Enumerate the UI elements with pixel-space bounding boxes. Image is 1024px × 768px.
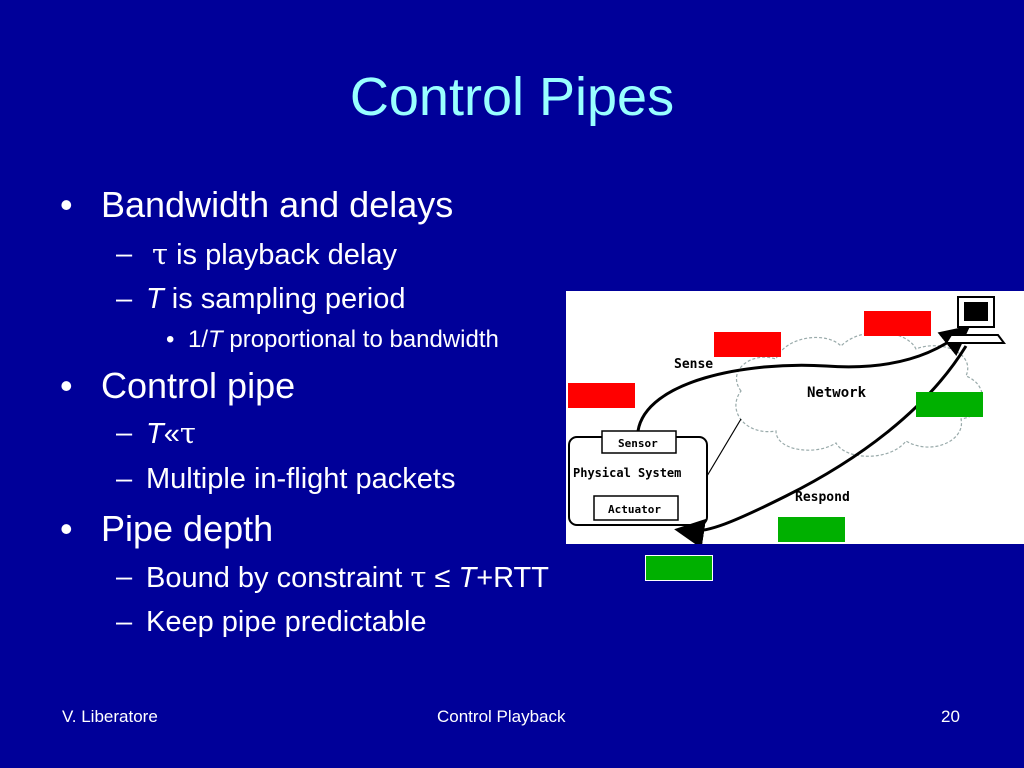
sense-arrow <box>636 325 971 432</box>
green-packet-outside <box>645 555 713 581</box>
dash-marker: – <box>116 463 133 495</box>
sub-text: proportional to bandwidth <box>222 326 499 353</box>
footer-author: V. Liberatore <box>62 707 158 726</box>
sub-inv-t: 1/T proportional to bandwidth <box>188 325 499 355</box>
bullet-bandwidth: Bandwidth and delays <box>101 184 454 225</box>
label-respond: Respond <box>795 490 850 505</box>
sub-t-ll-tau: T«τ <box>146 415 196 452</box>
bullet-marker-small: • <box>166 326 175 353</box>
bullet-control-pipe: Control pipe <box>101 365 296 406</box>
footer-topic: Control Playback <box>437 707 566 726</box>
dash-marker: – <box>116 283 133 315</box>
diagram-svg: Sense Network Respond Sensor Physical Sy… <box>568 296 1006 549</box>
label-physical-system: Physical System <box>573 466 681 480</box>
dash-marker: – <box>116 561 133 593</box>
sub-text: is playback delay <box>168 239 397 271</box>
sub-prefix: 1/ <box>188 326 209 353</box>
tau-symbol: τ <box>179 416 196 450</box>
tau-symbol: τ <box>410 560 427 594</box>
bullet-marker: • <box>60 365 73 406</box>
dash-marker: – <box>116 238 133 270</box>
actuator-box <box>593 495 679 521</box>
t-symbol: T <box>146 418 164 450</box>
dash-marker: – <box>116 606 133 638</box>
green-packet <box>778 517 845 542</box>
link-line <box>706 418 742 477</box>
slide-title: Control Pipes <box>349 67 675 127</box>
label-sensor: Sensor <box>618 437 658 450</box>
t-symbol: T <box>458 562 477 594</box>
red-packet <box>714 332 781 357</box>
t-symbol: T <box>146 283 164 315</box>
computer-icon <box>944 296 1006 344</box>
label-network: Network <box>807 385 867 401</box>
sub-keep: Keep pipe predictable <box>146 606 427 638</box>
network-cloud <box>735 331 983 457</box>
sub-prefix: Bound by constraint <box>146 562 411 594</box>
leq-symbol: ≤ <box>426 562 459 594</box>
red-packet <box>568 383 635 408</box>
sub-t-sampling: T is sampling period <box>146 281 406 317</box>
dash-marker: – <box>116 417 133 449</box>
control-loop-diagram: Sense Network Respond Sensor Physical Sy… <box>566 291 1024 549</box>
bullet-pipe-depth: Pipe depth <box>101 508 274 549</box>
sub-tau-playback: τ is playback delay <box>152 236 397 273</box>
bullet-marker: • <box>60 184 73 225</box>
label-sense: Sense <box>674 357 713 372</box>
sub-text: is sampling period <box>163 283 406 315</box>
green-packet <box>916 392 983 417</box>
much-less-symbol: « <box>163 418 180 450</box>
sub-multiple: Multiple in-flight packets <box>146 463 456 495</box>
red-packet <box>864 311 931 336</box>
sub-suffix: +RTT <box>476 562 549 594</box>
t-symbol: T <box>208 326 223 353</box>
footer-page-number: 20 <box>941 707 960 726</box>
bullet-marker: • <box>60 508 73 549</box>
tau-symbol: τ <box>152 237 169 271</box>
label-actuator: Actuator <box>608 503 661 516</box>
sub-bound: Bound by constraint τ ≤ T+RTT <box>146 559 549 596</box>
